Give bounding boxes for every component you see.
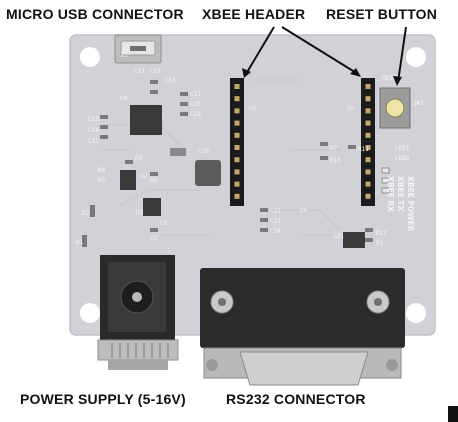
xbee-header-right	[361, 78, 375, 206]
rs232-connector	[200, 268, 405, 386]
arrow-heads	[242, 68, 402, 86]
led-power	[381, 167, 390, 174]
header-pin	[365, 108, 371, 114]
reset-button[interactable]	[379, 87, 411, 129]
header-pin	[234, 132, 240, 138]
mounting-hole-top-right	[406, 47, 426, 67]
silk-r4: R4	[98, 167, 106, 174]
led-rx	[381, 187, 390, 194]
header-pin	[365, 169, 371, 175]
capacitor-c18	[170, 148, 186, 156]
chip-u2	[120, 170, 136, 190]
silk-u6: U6	[300, 207, 308, 214]
silk-xbee-tx: XBEE TX	[396, 176, 405, 211]
header-pin	[365, 157, 371, 163]
silk-c16: C16	[165, 77, 176, 84]
xbee-header-left	[230, 78, 244, 206]
header-pin	[365, 96, 371, 102]
silk-d1: D1	[76, 239, 84, 246]
callout-xbee-header: XBEE HEADER	[202, 6, 306, 22]
mounting-hole-top-left	[80, 47, 100, 67]
mounting-hole-bottom-left	[80, 303, 100, 323]
silk-r1: R1	[376, 240, 384, 247]
silk-led1: LED1	[395, 145, 410, 152]
led-tx	[381, 177, 390, 184]
silk-c15: C15	[88, 138, 99, 145]
smd-components	[82, 80, 373, 247]
silk-c13: C13	[88, 116, 99, 123]
header-pin	[234, 181, 240, 187]
silk-c24: C24	[270, 228, 281, 235]
chip-u6	[343, 232, 365, 248]
silk-c11: C11	[134, 68, 145, 75]
silk-u4: U4	[120, 95, 128, 102]
header-pin	[365, 132, 371, 138]
inductor	[195, 160, 221, 186]
chip-u3	[143, 198, 161, 216]
header-pin	[234, 157, 240, 163]
silk-c20: C20	[198, 148, 209, 155]
silk-u5b: U5	[347, 105, 355, 112]
silk-r3: R3	[135, 155, 143, 162]
mounting-hole-bottom-right	[406, 303, 426, 323]
silk-sw1: SW1	[413, 100, 424, 107]
header-pin	[365, 145, 371, 150]
header-pins	[234, 84, 371, 199]
silk-c22: C22	[270, 208, 281, 215]
silk-xbee-power: XBEE POWER	[406, 176, 415, 232]
micro-usb-connector	[114, 34, 162, 64]
silk-c18: C18	[190, 111, 201, 118]
silk-r6: R6	[150, 177, 158, 184]
header-pin	[234, 84, 240, 89]
header-pin	[234, 108, 240, 114]
pcb-traces	[100, 79, 341, 236]
silk-c12: C12	[150, 68, 161, 75]
reset-arrow	[397, 26, 407, 83]
callout-reset-button: RESET BUTTON	[326, 6, 438, 22]
silk-u5: U5	[249, 105, 257, 112]
callout-arrows	[245, 26, 407, 83]
silk-r7: R7	[330, 145, 338, 152]
chip-u4	[130, 105, 162, 135]
silk-c19: C19	[190, 101, 201, 108]
silk-c21: C21	[333, 233, 344, 240]
silk-u3: U3	[136, 209, 144, 216]
header-pin	[234, 96, 240, 102]
header-pin	[365, 120, 371, 126]
header-pin	[234, 120, 240, 126]
xbee-arrow-right	[281, 26, 359, 75]
silk-c17: C17	[190, 91, 201, 98]
header-pin	[234, 145, 240, 150]
silk-r10: R10	[330, 157, 341, 164]
header-pin	[365, 193, 371, 199]
corner-mark	[448, 406, 458, 422]
silk-c6: C6	[160, 220, 168, 227]
silk-j3: J3	[120, 52, 128, 59]
xbee-arrow-left	[245, 26, 275, 75]
silk-led2: LED2	[395, 155, 410, 162]
callout-micro-usb-connector: MICRO USB CONNECTOR	[6, 6, 184, 22]
silk-reset: RESET	[382, 75, 400, 82]
callout-power-supply: POWER SUPPLY (5-16V)	[20, 391, 186, 407]
silk-c14: C14	[88, 127, 99, 134]
silk-c23: C23	[270, 218, 281, 225]
silk-c5: C5	[150, 235, 158, 242]
callout-rs232-connector: RS232 CONNECTOR	[226, 391, 366, 407]
header-pin	[365, 84, 371, 89]
header-pin	[234, 193, 240, 199]
silk-r11: R11	[358, 146, 369, 153]
silk-xbee-rx: XBEE RX	[386, 176, 395, 212]
header-pin	[234, 169, 240, 175]
power-supply-jack	[97, 255, 179, 370]
silk-u2: U2	[140, 173, 148, 180]
silk-d2: D2	[82, 210, 90, 217]
silk-r12: R12	[376, 230, 387, 237]
header-pin	[365, 181, 371, 187]
silk-r5: R5	[98, 177, 106, 184]
